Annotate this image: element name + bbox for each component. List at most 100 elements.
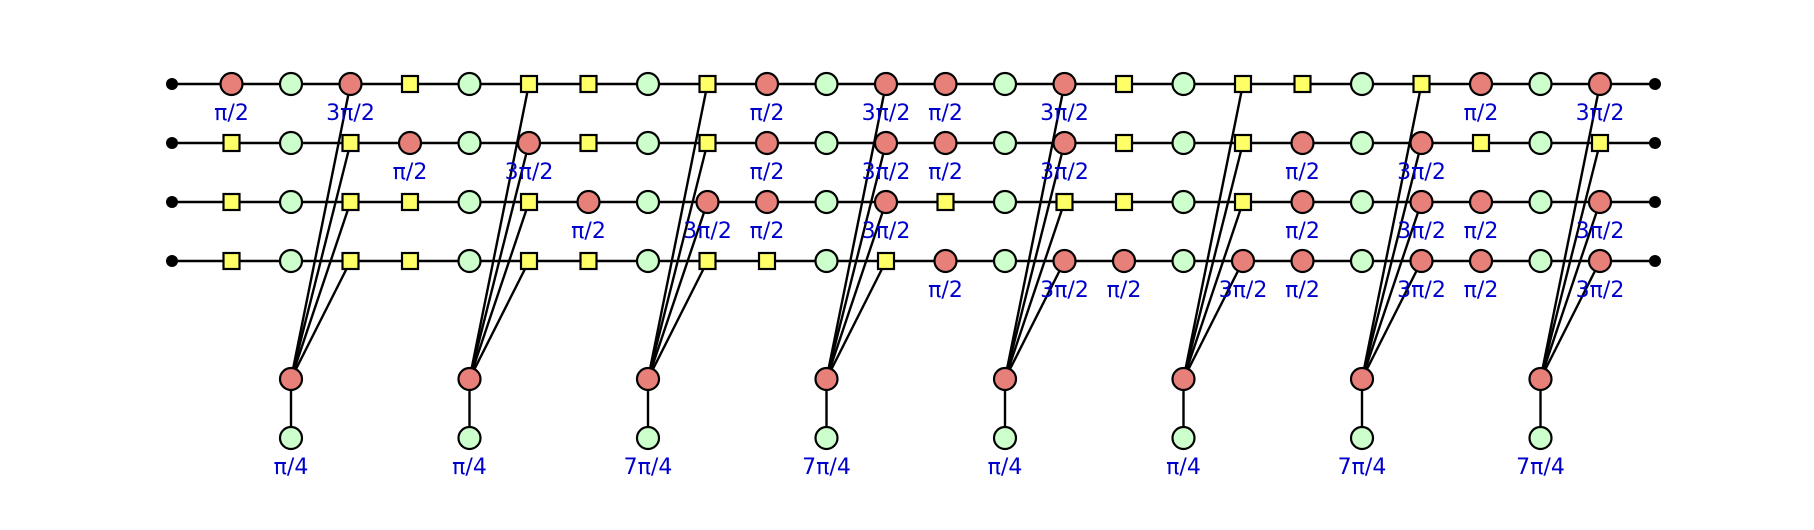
spider-phase-label: 3π/2 bbox=[326, 101, 375, 126]
z-spider bbox=[1171, 189, 1196, 215]
hadamard-box bbox=[222, 133, 241, 153]
x-spider bbox=[1587, 71, 1613, 97]
x-spider bbox=[933, 248, 958, 274]
gadget-leg bbox=[289, 83, 352, 380]
z-spider bbox=[1171, 248, 1196, 274]
hadamard-box bbox=[1114, 74, 1134, 94]
x-spider bbox=[1468, 71, 1494, 97]
gadget-leg bbox=[1182, 142, 1245, 380]
z-spider bbox=[992, 189, 1018, 215]
gadget-leg bbox=[1182, 83, 1245, 380]
z-spider bbox=[992, 71, 1018, 97]
gadget-phase-label: 7π/4 bbox=[802, 455, 851, 480]
input-boundary-2 bbox=[166, 137, 178, 149]
gadget-leg bbox=[289, 260, 352, 380]
z-spider bbox=[814, 248, 839, 274]
gadget-leg bbox=[468, 260, 531, 380]
z-spider bbox=[278, 248, 304, 274]
spider-phase-label: 3π/2 bbox=[862, 101, 911, 126]
spider-phase-label: π/2 bbox=[750, 219, 785, 244]
hadamard-box bbox=[341, 251, 360, 271]
spider-phase-label: π/2 bbox=[928, 160, 963, 185]
z-spider bbox=[1528, 189, 1553, 215]
x-spider bbox=[338, 71, 363, 97]
x-spider bbox=[873, 71, 899, 97]
x-spider bbox=[1290, 189, 1315, 215]
gadget-leg bbox=[468, 142, 531, 380]
gadget-z-spider bbox=[992, 425, 1018, 451]
x-spider bbox=[1230, 248, 1256, 274]
hadamard-box bbox=[1590, 133, 1610, 153]
hadamard-box bbox=[519, 74, 539, 94]
z-spider bbox=[635, 130, 661, 156]
gadget-leg bbox=[825, 260, 888, 380]
hadamard-box bbox=[1233, 74, 1253, 94]
spider-phase-label: π/2 bbox=[928, 101, 963, 126]
gadget-leg bbox=[825, 201, 888, 380]
gadget-z-spider bbox=[457, 425, 482, 451]
output-boundary-1 bbox=[1649, 78, 1661, 90]
z-spider bbox=[1171, 71, 1196, 97]
gadget-phase-label: 7π/4 bbox=[1338, 455, 1387, 480]
hadamard-box bbox=[579, 133, 598, 153]
gadget-leg bbox=[468, 83, 531, 380]
gadget-leg bbox=[1003, 83, 1066, 380]
x-spider bbox=[1290, 130, 1315, 156]
spider-phase-label: π/2 bbox=[1285, 219, 1320, 244]
z-spider bbox=[635, 248, 661, 274]
gadget-leg bbox=[1539, 260, 1602, 380]
hadamard-box bbox=[519, 251, 539, 271]
input-boundary-1 bbox=[166, 78, 178, 90]
hadamard-box bbox=[757, 251, 777, 271]
x-spider bbox=[1587, 248, 1613, 274]
gadget-leg bbox=[1539, 142, 1602, 380]
x-spider bbox=[1052, 130, 1077, 156]
hadamard-box bbox=[1233, 133, 1253, 153]
gadget-x-spider bbox=[457, 366, 482, 392]
hadamard-box bbox=[579, 251, 598, 271]
z-spider bbox=[278, 71, 304, 97]
x-spider bbox=[1052, 71, 1077, 97]
z-spider bbox=[278, 189, 304, 215]
x-spider bbox=[576, 189, 601, 215]
z-spider bbox=[457, 130, 482, 156]
z-spider bbox=[635, 189, 661, 215]
x-spider bbox=[1052, 248, 1077, 274]
hadamard-box bbox=[936, 192, 955, 212]
spider-phase-label: π/2 bbox=[750, 160, 785, 185]
gadget-leg bbox=[1539, 83, 1602, 380]
z-spider bbox=[457, 71, 482, 97]
x-spider bbox=[1290, 248, 1315, 274]
hadamard-box bbox=[222, 251, 241, 271]
hadamard-box bbox=[1114, 192, 1134, 212]
spider-phase-label: π/2 bbox=[1464, 219, 1499, 244]
hadamard-box bbox=[519, 192, 539, 212]
z-spider bbox=[992, 130, 1018, 156]
hadamard-box bbox=[400, 251, 420, 271]
spider-phase-label: π/2 bbox=[393, 160, 428, 185]
hadamard-box bbox=[698, 74, 717, 94]
input-boundary-4 bbox=[166, 255, 178, 267]
x-spider bbox=[873, 189, 899, 215]
gadget-phase-label: 7π/4 bbox=[624, 455, 673, 480]
gadget-leg bbox=[646, 260, 709, 380]
z-spider bbox=[1349, 248, 1375, 274]
z-spider bbox=[814, 189, 839, 215]
spider-phase-label: 3π/2 bbox=[1397, 160, 1446, 185]
output-boundary-4 bbox=[1649, 255, 1661, 267]
gadget-leg bbox=[1003, 201, 1066, 380]
spider-phase-label: π/2 bbox=[1107, 278, 1142, 303]
gadget-phase-label: π/4 bbox=[1166, 455, 1201, 480]
gadget-phase-label: π/4 bbox=[452, 455, 487, 480]
x-spider bbox=[219, 71, 244, 97]
gadget-leg bbox=[1360, 142, 1423, 380]
spider-phase-label: 3π/2 bbox=[1576, 278, 1625, 303]
spider-phase-label: π/2 bbox=[571, 219, 606, 244]
gadget-x-spider bbox=[635, 366, 661, 392]
gadget-leg bbox=[468, 201, 531, 380]
gadget-leg bbox=[289, 201, 352, 380]
gadget-z-spider bbox=[635, 425, 661, 451]
x-spider bbox=[1409, 130, 1434, 156]
input-boundary-3 bbox=[166, 196, 178, 208]
